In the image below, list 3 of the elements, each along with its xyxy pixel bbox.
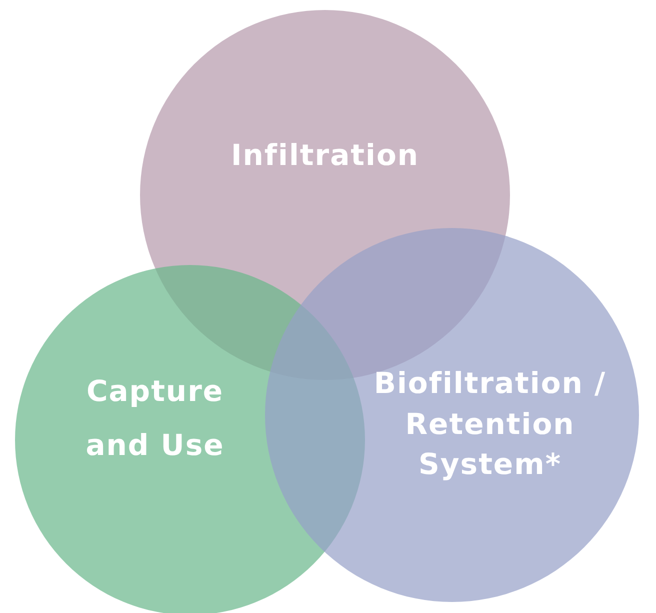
circle-label: Infiltration [230,137,420,174]
circle-label: Biofiltration / Retention System* [372,365,608,484]
circle-label: Capture and Use [84,373,226,464]
